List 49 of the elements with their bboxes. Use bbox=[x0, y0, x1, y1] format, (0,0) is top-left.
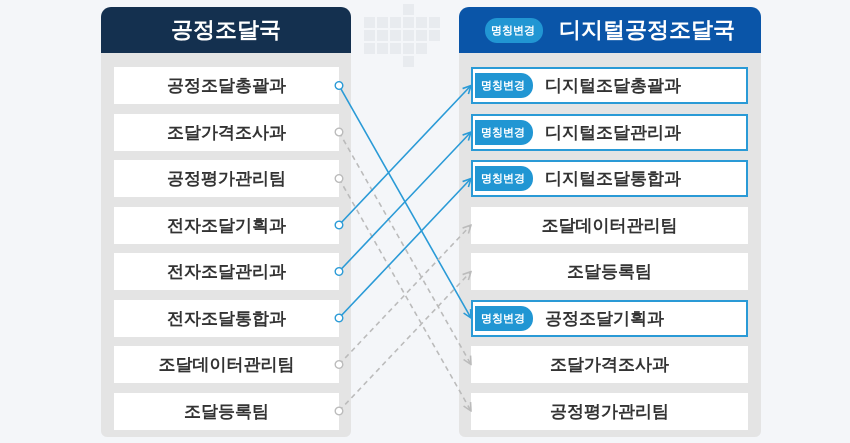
department-name: 전자조달통합과 bbox=[167, 308, 286, 330]
arrow bbox=[334, 128, 472, 366]
department-box bbox=[471, 346, 748, 383]
department-box bbox=[114, 300, 339, 336]
department-name: 전자조달기획과 bbox=[167, 214, 286, 236]
department-box bbox=[114, 206, 339, 244]
rename-badge: 명칭변경 bbox=[475, 166, 533, 191]
department-name: 디지털조달총괄과 bbox=[545, 75, 681, 97]
panel-title: 공정조달국 bbox=[171, 17, 281, 45]
department-box bbox=[114, 114, 339, 150]
arrow bbox=[334, 270, 472, 416]
rename-badge: 명칭변경 bbox=[475, 73, 533, 98]
department-name: 조달가격조사과 bbox=[167, 122, 286, 144]
panel-background bbox=[459, 7, 761, 437]
department-box bbox=[471, 300, 748, 336]
department-box bbox=[114, 160, 339, 197]
department-box bbox=[471, 206, 748, 244]
arrow bbox=[334, 131, 472, 276]
rename-badge: 명칭변경 bbox=[475, 306, 533, 330]
panel-background bbox=[101, 7, 351, 437]
department-name: 조달데이터관리팀 bbox=[542, 214, 678, 236]
department-box bbox=[114, 392, 339, 430]
panel-title: 디지털공정조달국 bbox=[559, 17, 735, 45]
rename-badge: 명칭변경 bbox=[485, 18, 543, 42]
department-box bbox=[471, 67, 748, 104]
arrow bbox=[334, 178, 472, 322]
arrow bbox=[334, 84, 472, 230]
arrow bbox=[334, 81, 472, 319]
department-box bbox=[114, 67, 339, 104]
department-name: 조달가격조사과 bbox=[550, 354, 669, 376]
department-box bbox=[471, 392, 748, 430]
department-name: 조달데이터관리팀 bbox=[158, 354, 294, 376]
department-box bbox=[114, 346, 339, 383]
department-name: 디지털조달통합과 bbox=[545, 168, 681, 190]
department-box bbox=[114, 253, 339, 290]
department-box bbox=[471, 160, 748, 197]
department-box bbox=[471, 114, 748, 150]
department-name: 공정평가관리팀 bbox=[167, 168, 286, 190]
rename-badge: 명칭변경 bbox=[475, 120, 533, 144]
department-name: 공정평가관리팀 bbox=[550, 400, 669, 422]
arrow bbox=[334, 174, 472, 412]
department-name: 전자조달관리과 bbox=[167, 261, 286, 283]
department-box bbox=[471, 253, 748, 290]
department-name: 조달등록팀 bbox=[567, 261, 652, 283]
department-name: 공정조달총괄과 bbox=[167, 75, 286, 97]
department-name: 조달등록팀 bbox=[184, 400, 269, 422]
department-name: 디지털조달관리과 bbox=[545, 122, 681, 144]
department-name: 공정조달기획과 bbox=[545, 308, 664, 330]
arrow bbox=[334, 224, 472, 369]
